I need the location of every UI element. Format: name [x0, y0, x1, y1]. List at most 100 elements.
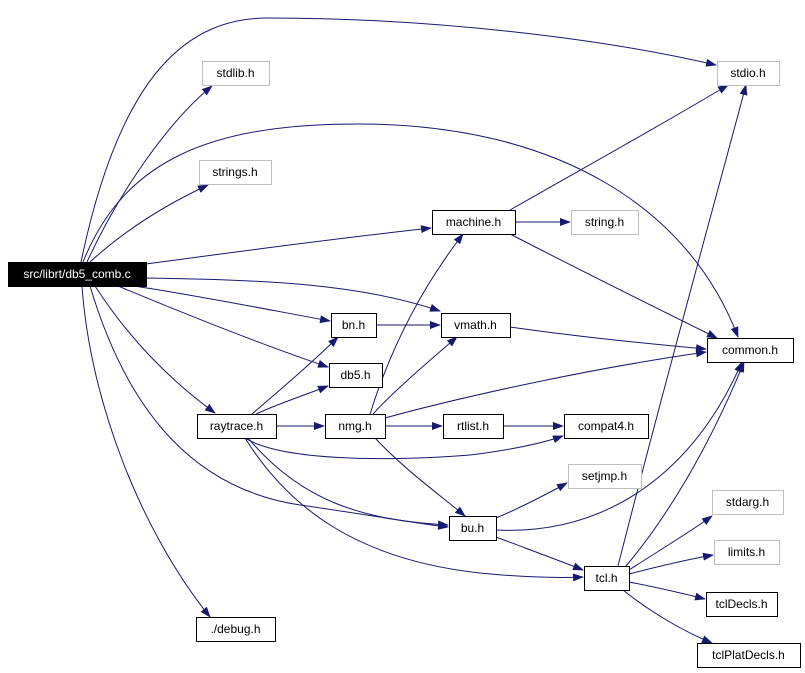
node-label: src/librt/db5_comb.c	[23, 267, 130, 281]
node-rtlist[interactable]: rtlist.h	[443, 414, 504, 439]
edge-bu-to-tcl	[495, 536, 584, 571]
node-debug[interactable]: ./debug.h	[196, 617, 276, 642]
edge-root-to-raytrace	[94, 285, 216, 414]
edge-root-to-machine	[145, 225, 432, 265]
edge-raytrace-to-compat4	[244, 435, 564, 460]
edge-root-to-vmath	[145, 277, 441, 312]
node-stdarg: stdarg.h	[712, 490, 784, 515]
node-box	[571, 210, 639, 235]
node-vmath[interactable]: vmath.h	[441, 313, 511, 338]
node-strings: strings.h	[199, 160, 272, 185]
node-label: stdarg.h	[726, 495, 769, 509]
node-box	[199, 160, 272, 185]
edge-tcl-to-tclPlatDecls	[622, 589, 713, 644]
node-box	[697, 643, 801, 668]
edge-nmg-to-bu	[374, 437, 466, 517]
node-box	[564, 414, 649, 439]
edge-root-to-debug	[81, 285, 211, 618]
edge-root-to-bu	[89, 285, 449, 530]
node-box	[568, 464, 642, 489]
edge-root-to-strings	[89, 184, 209, 263]
node-box	[441, 313, 511, 338]
node-box	[443, 414, 504, 439]
node-raytrace[interactable]: raytrace.h	[197, 414, 277, 439]
edge-root-to-bn	[133, 285, 331, 324]
edge-tcl-to-common	[625, 361, 745, 567]
node-label: compat4.h	[578, 419, 634, 433]
node-tclDecls[interactable]: tclDecls.h	[706, 592, 778, 617]
node-label: raytrace.h	[210, 419, 263, 433]
edge-tcl-to-tclDecls	[628, 581, 706, 601]
node-label: stdlib.h	[216, 66, 254, 80]
edge-root-to-stdlib	[86, 85, 213, 263]
node-box	[449, 516, 497, 541]
node-setjmp: setjmp.h	[568, 464, 642, 489]
node-bu[interactable]: bu.h	[449, 516, 497, 541]
node-box	[331, 313, 377, 338]
edge-bu-to-common	[495, 361, 743, 531]
node-box	[202, 61, 270, 86]
node-tclPlatDecls[interactable]: tclPlatDecls.h	[697, 643, 801, 668]
edge-root-to-db5	[117, 285, 329, 368]
node-label: vmath.h	[454, 318, 497, 332]
edge-nmg-to-vmath	[372, 336, 458, 415]
edge-tcl-to-limits	[628, 552, 714, 575]
edge-nmg-to-machine	[369, 233, 464, 415]
node-box	[329, 363, 383, 388]
edge-tcl-to-stdarg	[628, 515, 713, 571]
node-label: common.h	[722, 343, 778, 357]
node-root: src/librt/db5_comb.c	[8, 262, 147, 287]
node-label: setjmp.h	[582, 469, 627, 483]
edge-nmg-to-common	[384, 349, 707, 419]
node-stdlib: stdlib.h	[202, 61, 270, 86]
node-label: tclDecls.h	[715, 597, 767, 611]
node-label: tcl.h	[595, 571, 617, 585]
node-box	[325, 414, 386, 439]
node-label: bu.h	[461, 521, 484, 535]
node-label: rtlist.h	[457, 419, 489, 433]
node-label: ./debug.h	[210, 622, 260, 636]
edges-layer	[80, 17, 748, 644]
node-label: db5.h	[340, 368, 370, 382]
node-label: string.h	[585, 215, 624, 229]
node-box	[707, 338, 794, 363]
node-box	[8, 262, 147, 287]
node-label: stdio.h	[730, 66, 765, 80]
node-box	[712, 490, 784, 515]
node-db5[interactable]: db5.h	[329, 363, 383, 388]
edge-machine-to-stdio	[509, 84, 729, 211]
node-box	[197, 414, 277, 439]
edge-root-to-common	[82, 123, 739, 338]
edge-raytrace-to-bn	[251, 336, 339, 415]
edge-raytrace-to-db5	[255, 385, 329, 415]
node-limits: limits.h	[714, 540, 780, 565]
node-label: machine.h	[446, 215, 501, 229]
node-label: nmg.h	[338, 419, 371, 433]
node-nmg[interactable]: nmg.h	[325, 414, 386, 439]
node-label: tclPlatDecls.h	[712, 648, 785, 662]
node-box	[584, 566, 630, 591]
node-box	[714, 540, 780, 565]
node-label: bn.h	[342, 318, 365, 332]
node-box	[196, 617, 276, 642]
edge-bu-to-setjmp	[495, 482, 568, 519]
edge-root-to-stdio	[80, 17, 717, 263]
node-label: strings.h	[212, 165, 257, 179]
node-compat4[interactable]: compat4.h	[564, 414, 649, 439]
edge-raytrace-to-tcl	[244, 437, 584, 582]
edge-raytrace-to-bu	[247, 437, 449, 529]
node-tcl[interactable]: tcl.h	[584, 566, 630, 591]
node-bn[interactable]: bn.h	[331, 313, 377, 338]
node-machine[interactable]: machine.h	[432, 210, 516, 235]
nodes-layer: src/librt/db5_comb.c stdlib.h strings.h std…	[8, 61, 801, 668]
node-box	[717, 61, 780, 86]
node-label: limits.h	[728, 545, 765, 559]
node-box	[706, 592, 778, 617]
node-stdio: stdio.h	[717, 61, 780, 86]
node-box	[432, 210, 516, 235]
edge-tcl-to-stdio	[617, 84, 748, 567]
node-string: string.h	[571, 210, 639, 235]
edge-machine-to-common	[509, 233, 718, 339]
node-common[interactable]: common.h	[707, 338, 794, 363]
